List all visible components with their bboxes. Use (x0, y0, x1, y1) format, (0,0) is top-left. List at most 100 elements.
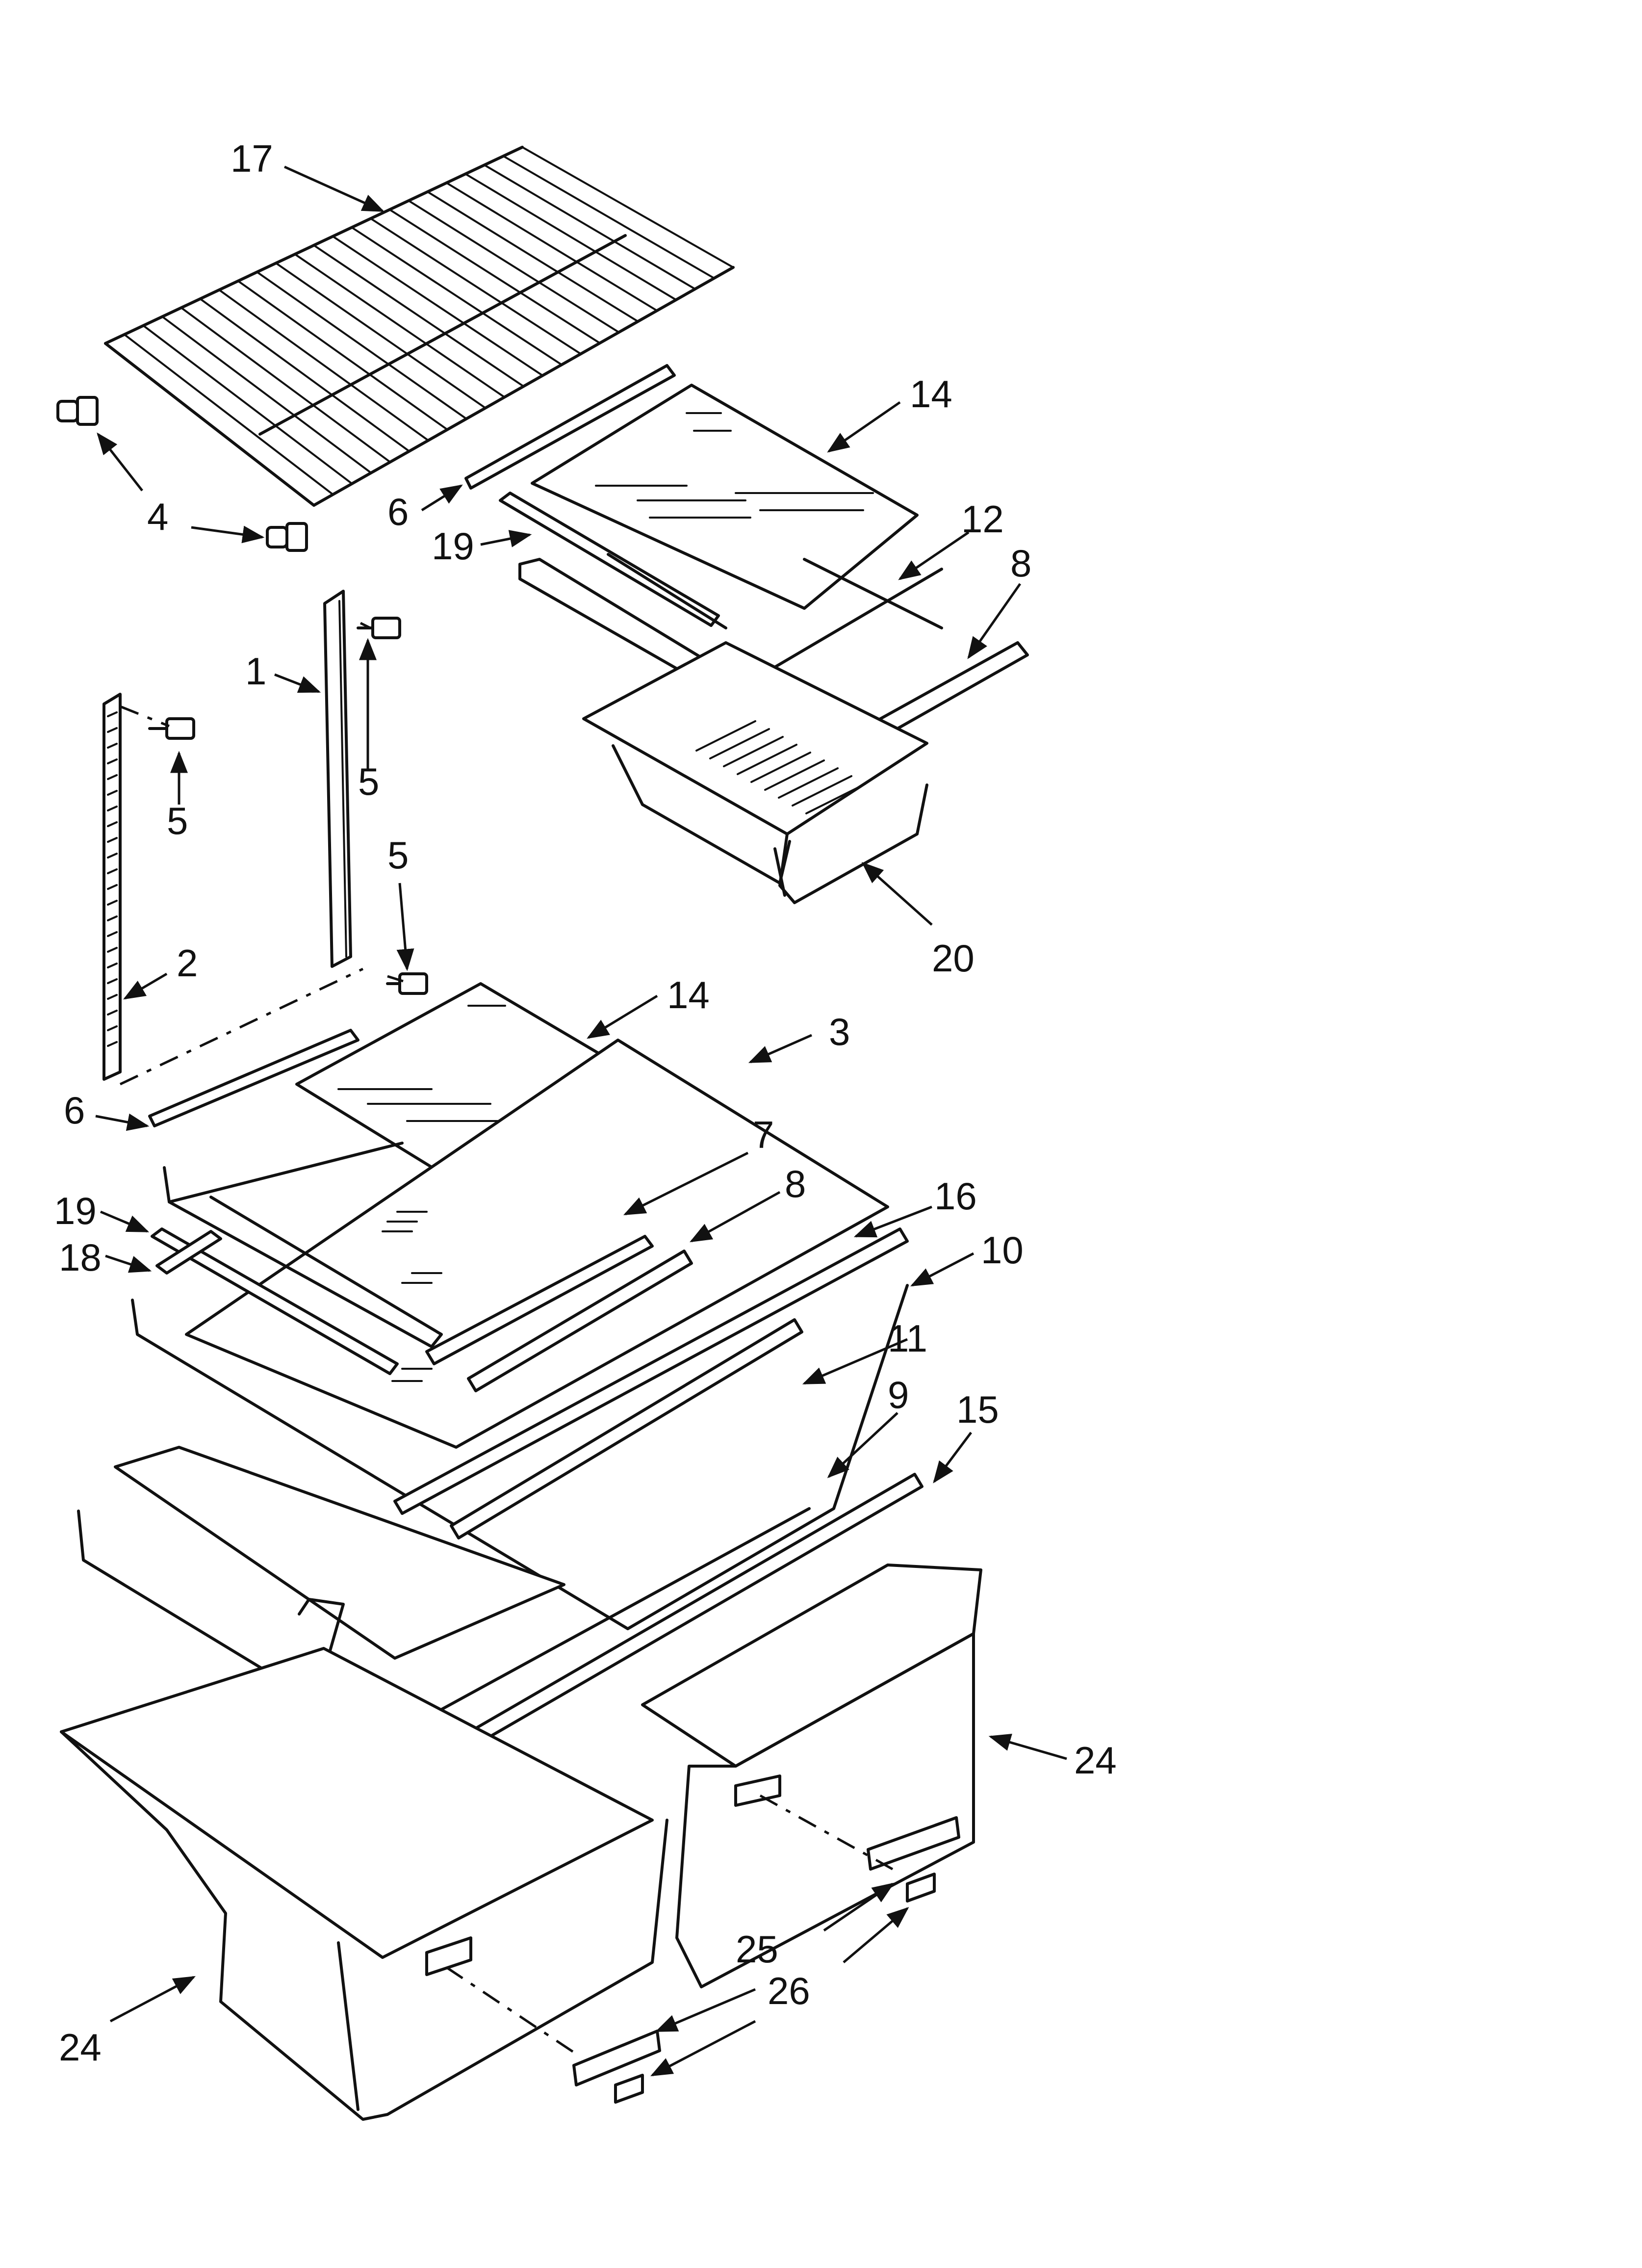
callout-14: 14 (667, 973, 710, 1017)
crisper-pan (582, 641, 928, 904)
ladder-slot (107, 1041, 118, 1047)
callout-7: 7 (753, 1113, 774, 1156)
callout-5: 5 (358, 760, 379, 803)
callout-10: 10 (981, 1228, 1024, 1272)
callout-17: 17 (231, 137, 273, 180)
pan-ridge (723, 736, 784, 767)
crisper-frame (77, 1227, 924, 1768)
shelf-wire (445, 182, 658, 312)
shelf-wire (123, 333, 334, 495)
wire-shelf (104, 146, 735, 507)
ladder-slot (107, 900, 118, 906)
shelf-wire (161, 315, 372, 474)
pan-ridge (709, 728, 770, 759)
drawer-clip (614, 2074, 644, 2104)
callout-25: 25 (736, 1928, 778, 1971)
shelf-wire (369, 217, 582, 355)
crisper-drawer-right (641, 1564, 982, 1988)
shelf-wire (104, 342, 315, 506)
shelf-wire (502, 155, 716, 280)
callout-2: 2 (177, 941, 198, 985)
drawer-handle (867, 1816, 960, 1871)
callout-14: 14 (910, 372, 952, 416)
pan-ridge (695, 720, 756, 752)
callout-1: 1 (245, 650, 266, 693)
callout-6: 6 (64, 1089, 85, 1132)
screw (357, 617, 401, 639)
shelf-wire (483, 164, 696, 290)
callout-9: 9 (888, 1373, 909, 1416)
shelf-ladder (103, 693, 122, 1081)
ladder-slot (107, 790, 118, 796)
pan-ridge (750, 752, 811, 783)
pan-ridge (764, 759, 825, 791)
shelf-ladder (323, 590, 352, 968)
ladder-slot (107, 1010, 118, 1016)
shelf-wire (180, 307, 391, 463)
ladder-slot (107, 837, 118, 843)
shelf-trim-upper (464, 364, 676, 490)
shelf-wire (237, 280, 449, 431)
callout-15: 15 (956, 1388, 999, 1431)
callout-11: 11 (888, 1317, 927, 1360)
shelf-wire (313, 244, 525, 388)
shelf-trim (148, 1029, 359, 1127)
shelf-wire (426, 190, 639, 323)
pan-ridge (805, 783, 866, 814)
ladder-slot (107, 1025, 118, 1031)
shelf-wire (351, 226, 563, 366)
screw (386, 972, 428, 995)
callout-16: 16 (934, 1174, 977, 1218)
callout-5: 5 (387, 834, 409, 877)
pan-ridge (737, 744, 797, 775)
shelf-wire (275, 262, 487, 409)
shelf-wire (332, 235, 544, 377)
shelf-wire (218, 288, 430, 442)
ladder-slot (107, 884, 118, 890)
drawer-clip (906, 1873, 936, 1903)
screw (148, 717, 195, 740)
callout-8: 8 (785, 1162, 806, 1205)
ladder-slot (107, 868, 118, 874)
callout-20: 20 (932, 937, 975, 980)
ladder-slot (107, 853, 118, 859)
callout-24: 24 (59, 2026, 102, 2069)
callout-12: 12 (961, 497, 1004, 541)
shelf-frame-upper (499, 492, 943, 698)
callout-19: 19 (54, 1189, 97, 1232)
callout-26: 26 (768, 1969, 810, 2012)
callout-6: 6 (387, 490, 409, 533)
ladder-slot (107, 758, 118, 764)
shelf-frame (151, 1142, 693, 1392)
callout-leaders (95, 165, 1067, 2077)
shelf-wire (464, 173, 677, 301)
pan-ridge (778, 767, 839, 799)
shelf-peg (266, 522, 308, 552)
shelf-wire (408, 200, 620, 334)
ladder-slot (107, 994, 118, 1000)
pan-ridge (792, 775, 852, 807)
shelf-peg (56, 396, 99, 426)
callout-5: 5 (167, 799, 188, 842)
ladder-slot (107, 947, 118, 953)
ladder-slot (107, 774, 118, 780)
ladder-slot (107, 963, 118, 968)
callout-24: 24 (1074, 1739, 1117, 1782)
ladder-slot (107, 711, 118, 717)
ladder-slot (107, 821, 118, 827)
shelf-wire (256, 271, 467, 420)
ladder-slot (107, 978, 118, 984)
ladder-slot (107, 743, 118, 749)
shelf-wire (294, 253, 506, 398)
glass-shelf-upper (531, 384, 919, 610)
callout-19: 19 (432, 524, 474, 568)
shelf-wire (142, 324, 353, 485)
shelf-wire (388, 209, 601, 344)
ladder-slot (107, 806, 118, 811)
callout-4: 4 (147, 495, 168, 538)
crisper-drawer-left (60, 1647, 668, 2121)
callout-labels: 17 14 6 19 12 8 4 1 5 5 5 2 20 14 3 6 7 … (54, 137, 1117, 2069)
shelf-wire (199, 298, 410, 452)
assembly-lines (119, 622, 894, 2057)
